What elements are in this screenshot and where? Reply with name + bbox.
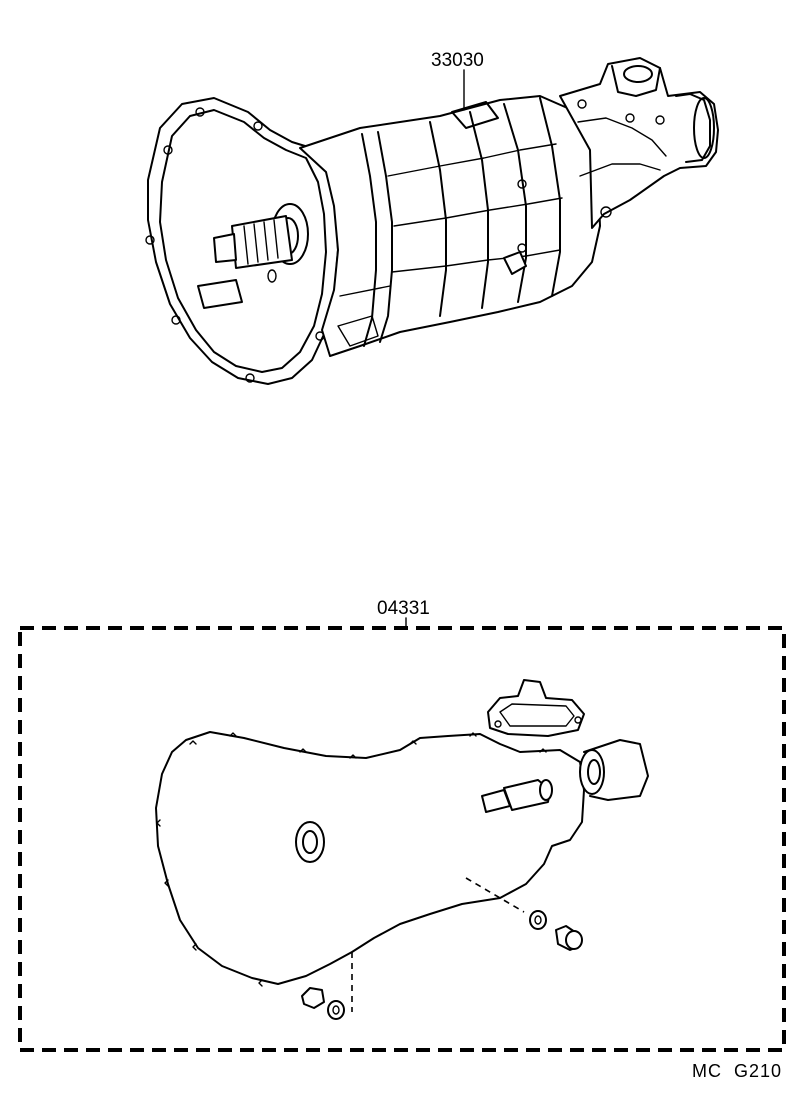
part-label-33030: 33030	[431, 50, 484, 71]
page-code: MC G210	[692, 1061, 782, 1081]
transmission-assembly	[145, 57, 719, 385]
kit-dashed-frame	[18, 626, 786, 1052]
gasket-kit-contents	[155, 679, 649, 1020]
part-label-04331: 04331	[377, 598, 430, 619]
